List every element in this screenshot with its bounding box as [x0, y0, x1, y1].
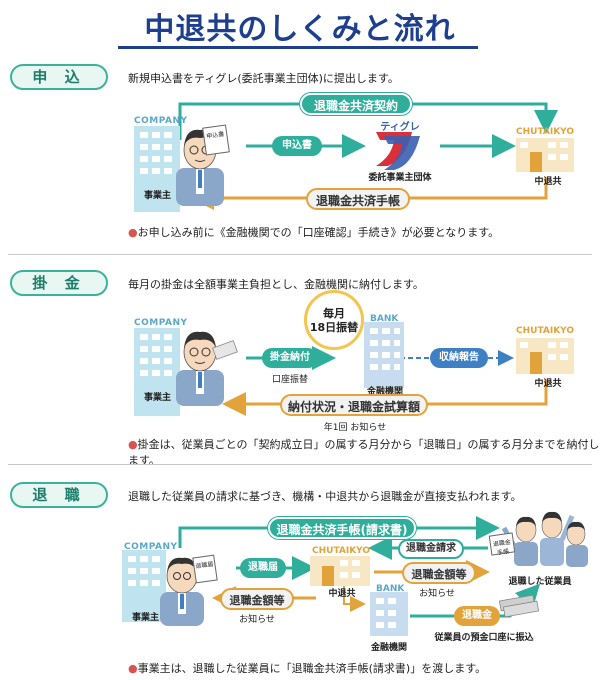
employer-person-3	[160, 557, 204, 626]
bank-label-2: 金融機関	[366, 387, 403, 397]
notice-pill: 退職届	[240, 558, 286, 578]
bullet-dot-icon: ●	[128, 662, 138, 675]
chutaikyo-building-3	[310, 556, 370, 586]
employer-person-2	[176, 331, 238, 406]
money-stack-icon	[498, 594, 540, 618]
note-application: ●お申し込み前に《金融機関での「口座確認」手続き》が必要となります。	[128, 226, 500, 239]
company-sign-3: COMPANY	[124, 542, 178, 552]
chutaikyo-sign-1: CHUTAIKYO	[516, 127, 575, 137]
note-contribution: ●掛金は、従業員ごとの「契約成立日」の属する月分から「退職日」の属する月分までを…	[128, 438, 600, 467]
section-desc-contribution: 毎月の掛金は全額事業主負担とし、金融機関に納付します。	[128, 278, 424, 291]
section-tag-contribution: 掛 金	[10, 270, 108, 296]
bullet-dot-icon: ●	[128, 226, 138, 239]
note-retirement: ●事業主は、退職した従業員に「退職金共済手帳(請求書)」を渡します。	[128, 662, 487, 675]
retiree-handbook-icon: 退職金手帳	[488, 532, 516, 557]
company-building-1	[134, 126, 180, 212]
employer-label-3: 事業主	[132, 613, 160, 623]
payment-sub-label: 口座振替	[271, 375, 308, 385]
application-doc-icon: 申込書	[202, 124, 230, 156]
employer-label-1: 事業主	[144, 191, 172, 201]
payment-pill: 掛金納付	[262, 348, 318, 368]
bullet-dot-icon: ●	[128, 438, 138, 451]
amount-left-band: 退職金額等	[220, 588, 294, 610]
company-building-2	[134, 328, 180, 416]
deposit-label: 従業員の預金口座に振込	[434, 633, 534, 643]
bank-sign-3: BANK	[376, 584, 405, 594]
company-building-3	[122, 550, 166, 622]
chutaikyo-building-1	[516, 138, 574, 172]
chutaikyo-building-2	[516, 338, 574, 374]
bank-sign-2: BANK	[370, 314, 399, 324]
page-title: 中退共のしくみと流れ	[144, 12, 456, 47]
chutaikyo-sign-3: CHUTAIKYO	[312, 546, 371, 556]
chutaikyo-label-1: 中退共	[534, 177, 562, 187]
title-underline	[118, 46, 478, 49]
contract-band: 退職金共済契約	[300, 93, 412, 115]
section-tag-application: 申 込	[10, 64, 108, 90]
company-sign-2: COMPANY	[134, 318, 188, 328]
section-divider-1	[8, 254, 592, 255]
status-sub-label: 年1回 お知らせ	[323, 423, 387, 433]
retired-employee-label: 退職した従業員	[508, 577, 572, 587]
handbook-band: 退職金共済手帳	[306, 188, 410, 210]
chutaikyo-label-2: 中退共	[534, 379, 562, 389]
resignation-doc-icon: 退職届	[192, 554, 218, 584]
section-desc-retirement: 退職した従業員の請求に基づき、機構・中退共から退職金が直接支払われます。	[128, 490, 522, 503]
chutaikyo-sign-2: CHUTAIKYO	[516, 326, 575, 336]
bank-building-2	[364, 322, 404, 388]
section-tag-retirement: 退 職	[10, 482, 108, 508]
bank-building-3	[370, 592, 408, 636]
money-pill: 退職金	[454, 606, 500, 626]
bank-label-3: 金融機関	[370, 643, 407, 653]
status-band: 納付状況・退職金試算額	[280, 394, 428, 416]
section-divider-2	[8, 464, 592, 465]
amount-left-sub: お知らせ	[239, 615, 275, 625]
monthly-transfer-badge: 毎月 18日振替	[304, 290, 364, 350]
employer-label-2: 事業主	[144, 393, 172, 403]
tigre-name: ティグレ	[380, 122, 420, 133]
amount-right-sub: お知らせ	[419, 589, 455, 599]
report-pill: 収納報告	[430, 348, 488, 368]
company-sign-1: COMPANY	[134, 116, 188, 126]
retired-employees-group	[501, 511, 588, 567]
handbook-claim-band: 退職金共済手帳(請求書)	[268, 517, 416, 539]
application-pill: 申込書	[272, 136, 322, 156]
section-desc-application: 新規申込書をティグレ(委託事業主団体)に提出します。	[128, 72, 399, 85]
claim-pill: 退職金請求	[398, 539, 464, 559]
tigre-sub-label: 委託事業主団体	[368, 173, 432, 183]
amount-right-band: 退職金額等	[402, 562, 476, 584]
tigre-logo	[376, 132, 420, 170]
chutaikyo-label-3: 中退共	[328, 589, 356, 599]
